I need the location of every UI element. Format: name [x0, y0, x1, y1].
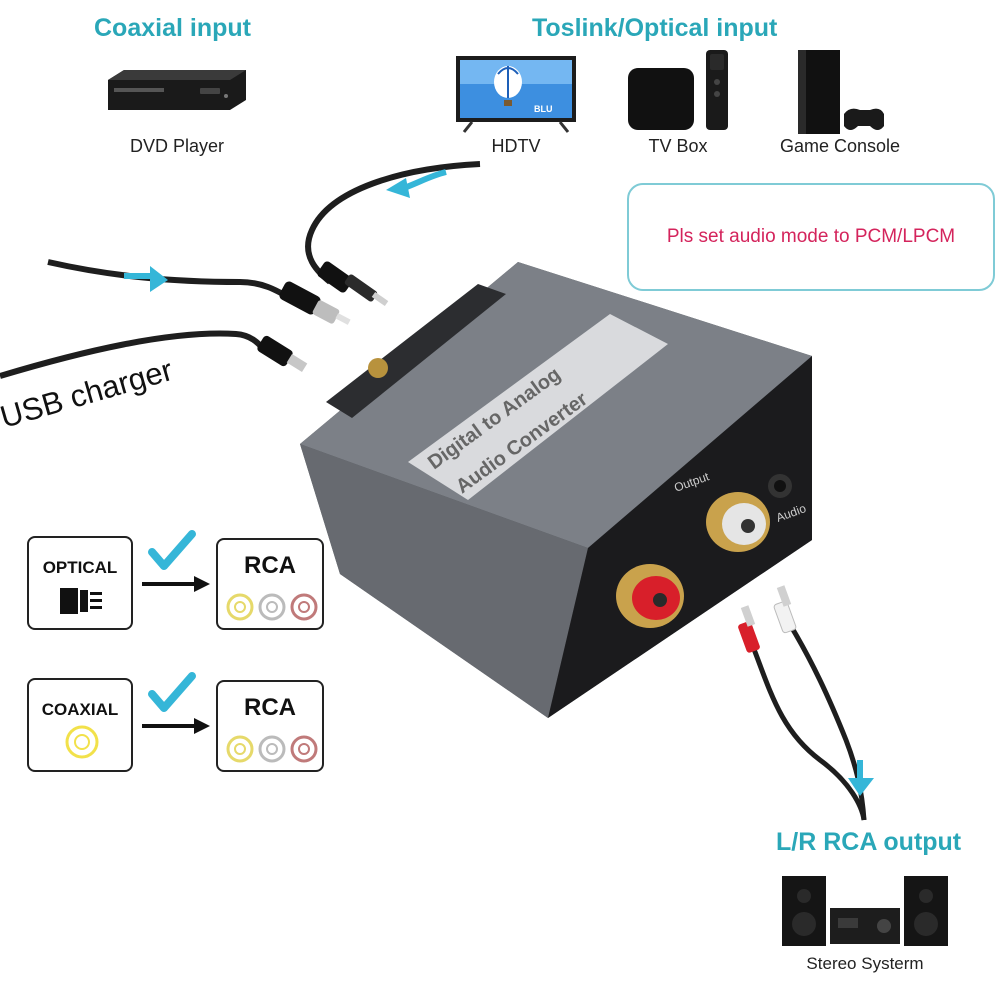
- rca-white-port: [706, 492, 770, 552]
- legend-row1-check-arrow: [142, 530, 210, 592]
- check-icon: [148, 530, 196, 570]
- optical-connector-icon: [60, 588, 102, 614]
- stereo-system-label: Stereo Systerm: [806, 954, 924, 973]
- coaxial-connector-icon: [65, 725, 99, 759]
- optical-arrow-head: [386, 178, 410, 198]
- optical-plug: [317, 261, 389, 307]
- legend-rca-label-1: RCA: [244, 552, 296, 579]
- tv-box-image: [628, 50, 728, 130]
- usb-cable: [0, 330, 269, 379]
- hdtv-label: HDTV: [491, 136, 541, 156]
- legend-optical-box: OPTICAL: [27, 536, 133, 630]
- tv-box-label: TV Box: [648, 136, 708, 156]
- rca-red-plug: [738, 605, 760, 653]
- audio-mode-note: Pls set audio mode to PCM/LPCM: [627, 183, 995, 291]
- stereo-system-image: [782, 876, 948, 946]
- headphone-jack-port: [768, 474, 792, 498]
- optical-cable: [305, 161, 481, 285]
- rca-jacks-icon: [226, 735, 318, 763]
- hdtv-screen-text: BLU: [534, 104, 553, 114]
- hdtv-image: BLU: [456, 56, 576, 133]
- rca-jacks-icon: [226, 593, 318, 621]
- legend-row2-check-arrow: [142, 672, 210, 734]
- dvd-player-image: [108, 70, 246, 110]
- coaxial-input-heading: Coaxial input: [94, 14, 251, 42]
- rca-white-plug: [773, 585, 797, 634]
- rca-red-cable: [749, 643, 867, 821]
- coaxial-cable: [47, 259, 292, 301]
- audio-mode-note-text: Pls set audio mode to PCM/LPCM: [666, 226, 956, 247]
- game-console-label: Game Console: [779, 136, 901, 156]
- toslink-input-heading: Toslink/Optical input: [532, 14, 778, 42]
- game-console-image: [798, 50, 884, 134]
- legend-coaxial-box: COAXIAL: [27, 678, 133, 772]
- optical-arrow-shaft: [402, 169, 447, 191]
- usb-charger-label: USB charger: [0, 352, 177, 435]
- coaxial-plug: [279, 281, 351, 325]
- legend-rca-label-2: RCA: [244, 694, 296, 721]
- dvd-player-label: DVD Player: [129, 136, 225, 156]
- rca-arrow-head: [848, 778, 874, 796]
- legend-rca-box-2: RCA: [216, 680, 324, 772]
- converter-body: Digital to Analog Audio Converter: [300, 262, 812, 718]
- rca-output-heading: L/R RCA output: [776, 828, 962, 856]
- legend-coaxial-label: COAXIAL: [41, 700, 119, 719]
- legend-rca-box-1: RCA: [216, 538, 324, 630]
- legend-optical-label: OPTICAL: [42, 558, 118, 577]
- check-icon: [148, 672, 196, 712]
- coaxial-arrow-head: [150, 266, 168, 292]
- rca-red-port: [616, 564, 684, 628]
- usb-plug: [257, 335, 308, 373]
